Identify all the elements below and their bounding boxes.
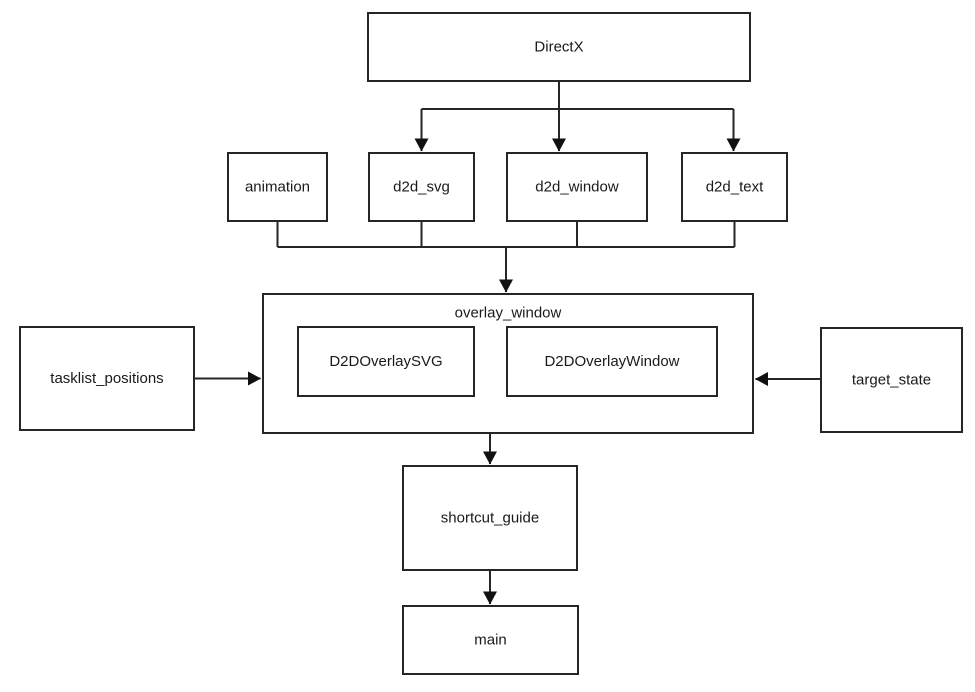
tasklist-positions-box (19, 326, 195, 431)
d2d-window-box (506, 152, 648, 222)
d2d-window-label: d2d_window (535, 179, 619, 196)
node-tasklist-positions: tasklist_positions (19, 326, 195, 431)
d2d-overlay-svg-label: D2DOverlaySVG (329, 353, 442, 370)
node-overlay-window: overlay_window D2DOverlaySVG D2DOverlayW… (262, 293, 754, 434)
directx-box (367, 12, 751, 82)
d2d-svg-label: d2d_svg (393, 179, 450, 196)
target-state-box (820, 327, 963, 433)
d2d-svg-box (368, 152, 475, 222)
d2d-overlay-window-box (506, 326, 718, 397)
directx-label: DirectX (534, 39, 583, 56)
target-state-label: target_state (852, 372, 931, 389)
main-box (402, 605, 579, 675)
node-animation: animation (227, 152, 328, 222)
node-d2d-overlay-window: D2DOverlayWindow (506, 326, 718, 397)
node-directx: DirectX (367, 12, 751, 82)
node-d2d-svg: d2d_svg (368, 152, 475, 222)
shortcut-guide-label: shortcut_guide (441, 510, 539, 527)
node-target-state: target_state (820, 327, 963, 433)
shortcut-guide-box (402, 465, 578, 571)
d2d-text-box (681, 152, 788, 222)
animation-box (227, 152, 328, 222)
animation-label: animation (245, 179, 310, 196)
tasklist-positions-label: tasklist_positions (50, 370, 163, 387)
node-shortcut-guide: shortcut_guide (402, 465, 578, 571)
d2d-text-label: d2d_text (706, 179, 764, 196)
d2d-overlay-svg-box (297, 326, 475, 397)
node-main: main (402, 605, 579, 675)
node-d2d-window: d2d_window (506, 152, 648, 222)
d2d-overlay-window-label: D2DOverlayWindow (544, 353, 679, 370)
node-d2d-text: d2d_text (681, 152, 788, 222)
node-d2d-overlay-svg: D2DOverlaySVG (297, 326, 475, 397)
main-label: main (474, 632, 507, 649)
connectors (194, 81, 821, 605)
overlay-window-label: overlay_window (455, 305, 562, 322)
